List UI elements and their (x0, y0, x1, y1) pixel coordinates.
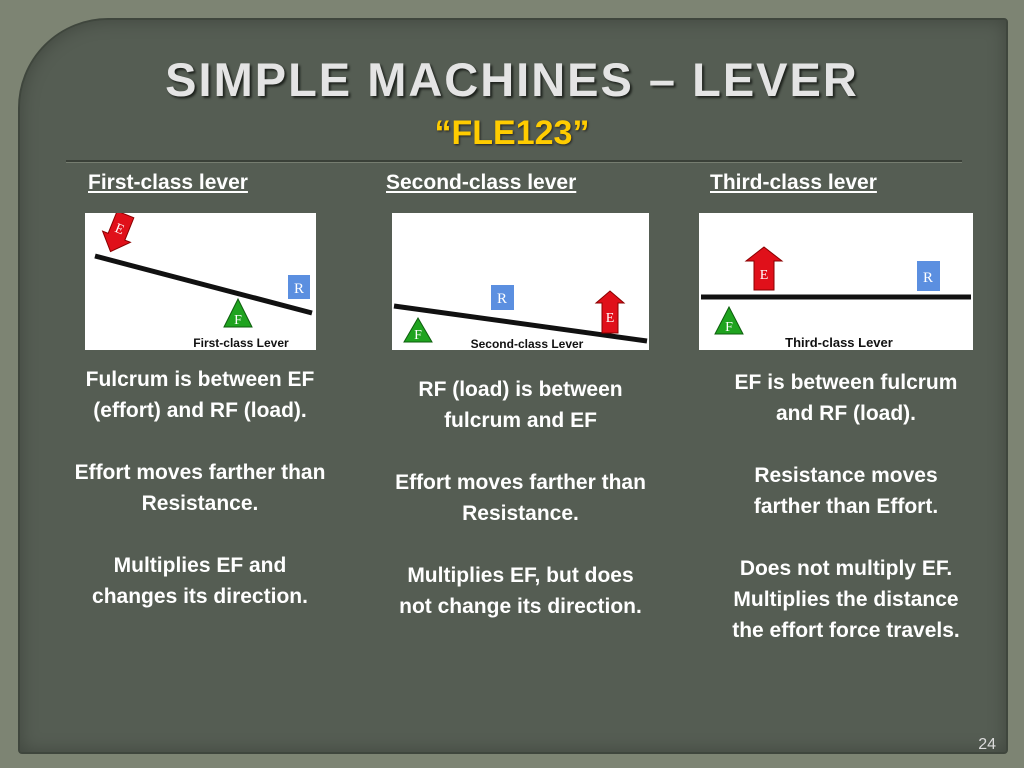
fulcrum-label: F (234, 313, 242, 328)
second-class-description: RF (load) is between fulcrum and EF Effo… (392, 374, 649, 653)
fulcrum-label: F (414, 328, 422, 343)
fulcrum-triangle-icon (223, 297, 253, 328)
effort-arrow-icon: E (101, 213, 135, 253)
description-paragraph: RF (load) is between fulcrum and EF (418, 378, 623, 432)
description-paragraph: Resistance moves farther than Effort. (753, 464, 939, 518)
slide-subtitle: “FLE123” (434, 114, 590, 152)
effort-label: E (760, 268, 769, 283)
description-paragraph: Fulcrum is between EF (effort) and RF (l… (85, 368, 315, 422)
resistance-box-icon (917, 261, 940, 291)
first-class-heading: First-class lever (88, 171, 248, 194)
diagram-caption: Second-class Lever (471, 337, 584, 350)
first-class-description: Fulcrum is between EF (effort) and RF (l… (74, 364, 326, 643)
description-paragraph: EF is between fulcrum and RF (load). (734, 371, 958, 425)
effort-label: E (606, 311, 615, 326)
description-paragraph: Effort moves farther than Resistance. (395, 471, 646, 525)
lever-bar (94, 253, 313, 316)
fulcrum-triangle-icon (403, 317, 433, 343)
first-class-lever-diagram: E R F First-class Lever (85, 213, 316, 350)
lever-bar (393, 303, 648, 344)
resistance-label: R (294, 281, 304, 297)
second-class-lever-diagram: R E F Second-class Lever (392, 213, 649, 350)
diagram-caption: First-class Lever (193, 336, 289, 350)
page-number: 24 (978, 736, 996, 753)
description-paragraph: Multiplies EF, but does not change its d… (399, 564, 642, 618)
description-paragraph: Multiplies EF and changes its direction. (92, 554, 308, 608)
description-paragraph: Does not multiply EF. Multiplies the dis… (732, 557, 960, 642)
effort-arrow-icon (594, 290, 626, 334)
resistance-box-icon (491, 285, 514, 310)
slide-background (18, 18, 1008, 754)
effort-arrow-icon (744, 246, 784, 291)
diagram-caption: Third-class Lever (785, 335, 893, 350)
third-class-description: EF is between fulcrum and RF (load). Res… (726, 367, 966, 677)
third-class-heading: Third-class lever (710, 171, 877, 194)
resistance-label: R (923, 270, 933, 286)
resistance-box-icon (288, 275, 310, 299)
fulcrum-triangle-icon (714, 305, 744, 335)
description-paragraph: Effort moves farther than Resistance. (74, 461, 326, 515)
title-divider (66, 160, 962, 163)
slide-title: SIMPLE MACHINES – LEVER (165, 53, 859, 106)
second-class-heading: Second-class lever (386, 171, 577, 194)
third-class-lever-diagram: E R F Third-class Lever (699, 213, 973, 350)
fulcrum-label: F (725, 320, 733, 335)
resistance-label: R (497, 291, 507, 307)
